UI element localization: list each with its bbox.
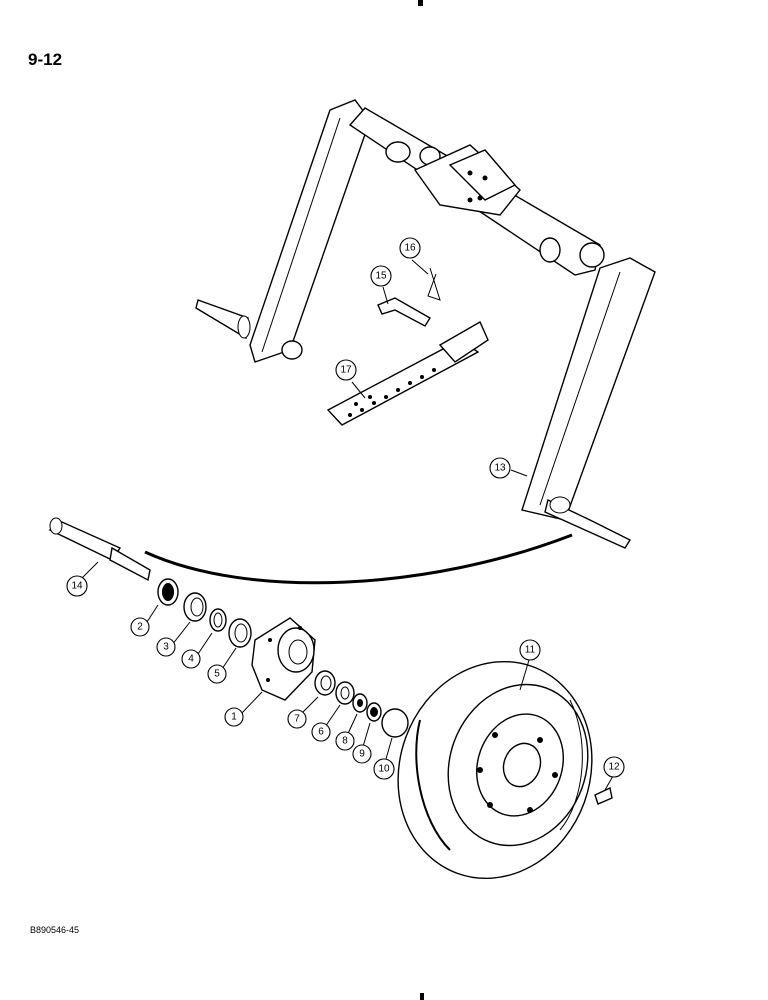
svg-text:13: 13 <box>494 463 506 474</box>
callout-2: 2 <box>130 617 150 637</box>
seal-2 <box>157 578 179 606</box>
callout-8: 8 <box>335 731 355 751</box>
svg-text:6: 6 <box>318 727 324 738</box>
assembly-arrow <box>144 533 573 585</box>
callout-7: 7 <box>287 709 307 729</box>
callout-1: 1 <box>224 707 244 727</box>
svg-text:9: 9 <box>359 749 365 760</box>
svg-text:7: 7 <box>294 714 300 725</box>
callout-3: 3 <box>156 637 176 657</box>
svg-text:11: 11 <box>525 645 536 656</box>
svg-text:14: 14 <box>71 581 83 592</box>
hitch-pin-15 <box>377 297 431 327</box>
svg-text:5: 5 <box>214 669 220 680</box>
bearing-cup-7 <box>314 670 336 696</box>
bearing-cone-3 <box>183 592 207 622</box>
callout-5: 5 <box>207 664 227 684</box>
wheel-rim-11 <box>397 660 593 880</box>
svg-text:3: 3 <box>163 642 169 653</box>
svg-text:10: 10 <box>378 764 390 775</box>
svg-text:17: 17 <box>340 365 352 376</box>
leader-lines <box>81 259 614 791</box>
callout-12: 12 <box>603 756 625 778</box>
figure-code: B890546-45 <box>30 925 80 935</box>
axle-frame-13 <box>195 99 656 549</box>
svg-text:2: 2 <box>137 622 143 633</box>
svg-text:8: 8 <box>342 736 348 747</box>
page-number: 9-12 <box>28 50 63 69</box>
bearing-cone-6 <box>335 681 355 705</box>
callout-11: 11 <box>519 639 541 661</box>
bearing-cup-4 <box>209 608 227 632</box>
top-crop-mark <box>418 0 423 6</box>
svg-text:12: 12 <box>608 762 620 773</box>
callout-17: 17 <box>335 359 357 381</box>
callout-6: 6 <box>311 722 331 742</box>
callout-15: 15 <box>370 265 392 287</box>
nut-9 <box>366 702 382 722</box>
callout-14: 14 <box>66 575 88 597</box>
callout-13: 13 <box>489 457 511 479</box>
hub-1 <box>251 617 316 701</box>
callout-9: 9 <box>352 744 372 764</box>
svg-text:4: 4 <box>188 654 194 665</box>
washer-8 <box>352 693 368 713</box>
drawbar-17 <box>326 321 489 426</box>
callout-16: 16 <box>399 237 421 259</box>
bearing-cup-5 <box>228 618 252 648</box>
bottom-crop-mark <box>420 993 424 1000</box>
svg-text:1: 1 <box>231 712 237 723</box>
hub-cap-10 <box>381 708 409 738</box>
spindle-14 <box>48 517 151 582</box>
svg-text:16: 16 <box>404 243 416 254</box>
hair-pin-clip-16 <box>427 267 441 301</box>
svg-text:15: 15 <box>375 271 387 282</box>
wheel-bolt-12 <box>594 786 613 805</box>
callout-4: 4 <box>181 649 201 669</box>
callout-10: 10 <box>373 758 395 780</box>
